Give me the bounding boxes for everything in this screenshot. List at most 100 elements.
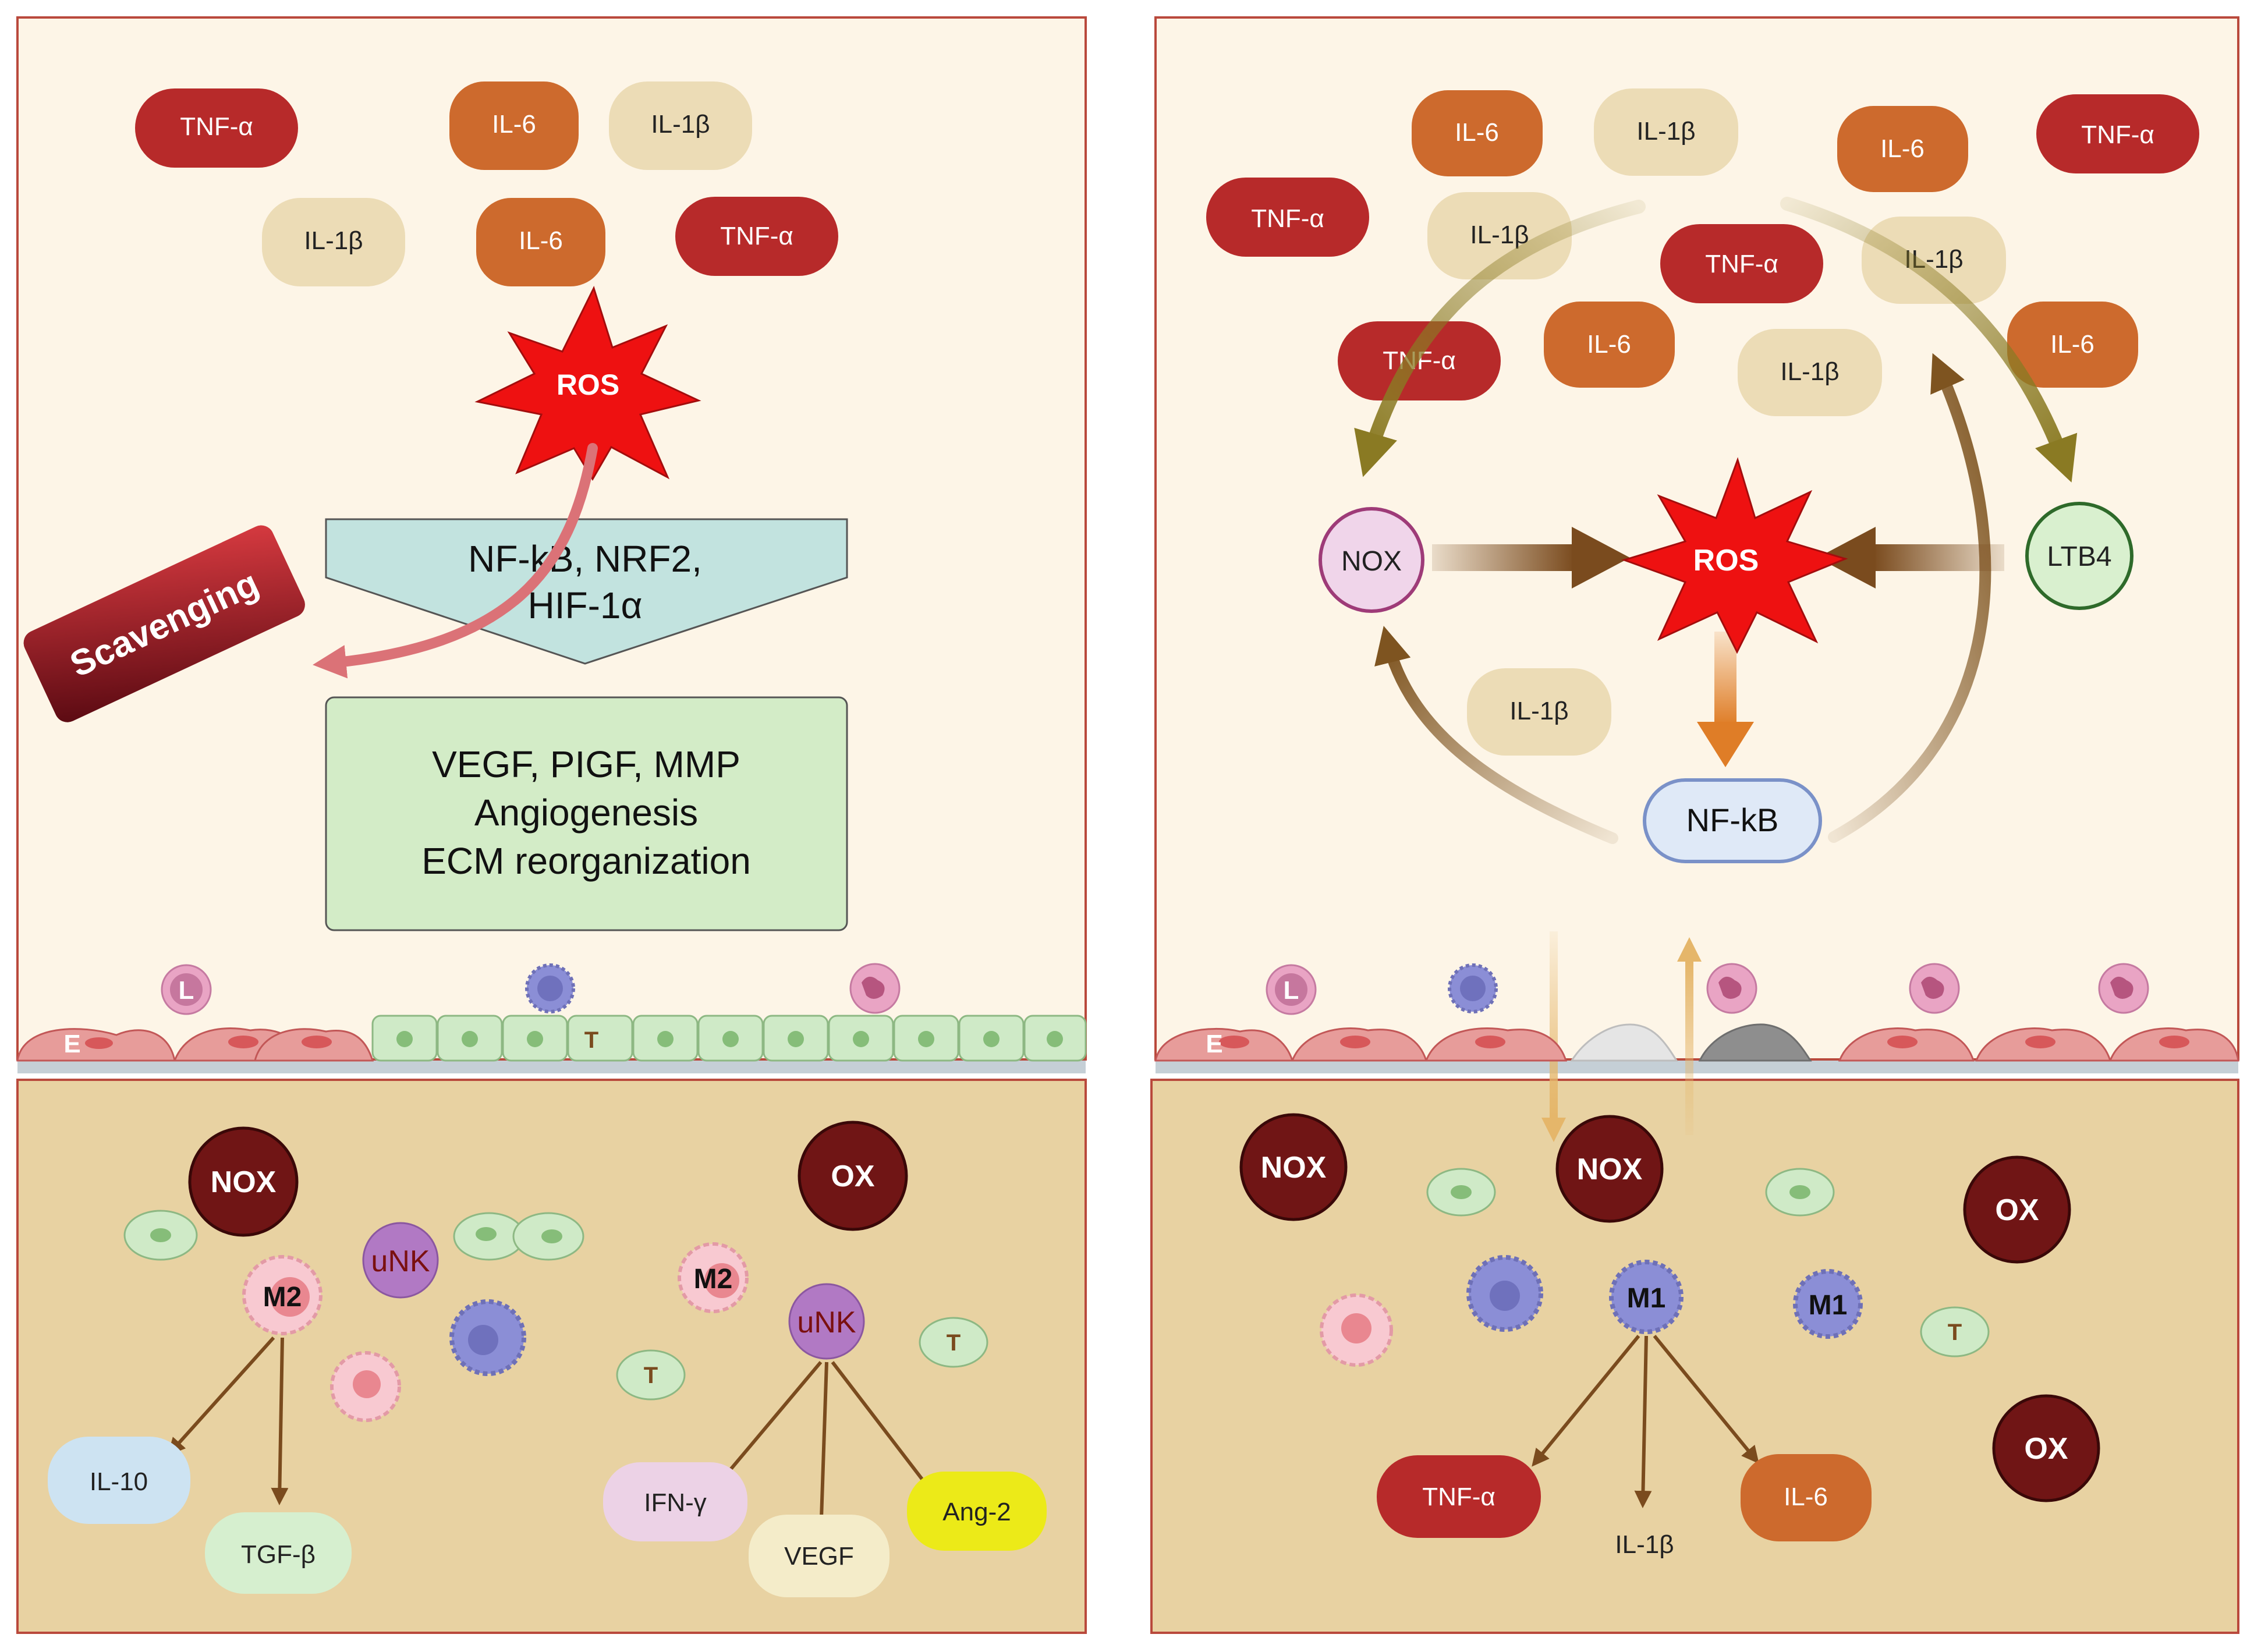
svg-text:OX: OX — [1995, 1193, 2039, 1227]
svg-text:IL-6: IL-6 — [2050, 330, 2094, 359]
svg-text:M1: M1 — [1627, 1283, 1666, 1314]
svg-text:ECM reorganization: ECM reorganization — [421, 840, 751, 882]
svg-text:IL-6: IL-6 — [1455, 118, 1499, 147]
svg-text:T: T — [947, 1330, 961, 1356]
svg-text:NOX: NOX — [1261, 1151, 1327, 1185]
svg-text:L: L — [179, 976, 194, 1005]
membrane-up-arrow — [1677, 937, 1702, 1135]
left-unk-cell-1: uNK — [362, 1222, 439, 1299]
left-m2-macrophage-2: M2 — [678, 1242, 749, 1313]
right-ros-burst: ROS — [1621, 457, 1848, 654]
svg-text:HIF-1α: HIF-1α — [528, 584, 643, 626]
right-tissue-nk-cell — [1466, 1255, 1543, 1332]
right-cytokine-il1b-5: IL-1β — [1467, 668, 1611, 756]
svg-text:M1: M1 — [1809, 1290, 1848, 1321]
svg-text:TNF-α: TNF-α — [1705, 250, 1778, 278]
right-m1-macrophage-2: M1 — [1793, 1269, 1863, 1339]
left-m2-macrophage-1: M2 — [242, 1255, 322, 1335]
right-ox-dark-1: OX — [1963, 1155, 2071, 1264]
left-output-ang2: Ang-2 — [907, 1472, 1047, 1551]
left-angiogenesis-box: VEGF, PIGF, MMP Angiogenesis ECM reorgan… — [325, 696, 848, 931]
right-nfkb-node: NF-kB — [1643, 778, 1822, 863]
svg-text:IL-6: IL-6 — [1587, 330, 1631, 359]
right-nox-dark-1: NOX — [1239, 1113, 1348, 1221]
right-endothelial-cells: E — [1154, 1023, 2239, 1062]
right-nk-cell-surface — [1448, 963, 1498, 1013]
left-leukocyte-L: L — [161, 964, 212, 1015]
left-tissue-green-cells — [123, 1210, 584, 1261]
svg-text:IL-1β: IL-1β — [1780, 357, 1839, 386]
left-cytokine-tnf-2: TNF-α — [675, 197, 838, 276]
left-t-cell-1: T — [616, 1349, 686, 1401]
left-membrane — [17, 1061, 1086, 1073]
svg-text:TNF-α: TNF-α — [720, 222, 793, 250]
svg-text:IL-1β: IL-1β — [304, 226, 363, 255]
svg-text:IL-1β: IL-1β — [1470, 221, 1529, 249]
svg-text:T: T — [1948, 1320, 1962, 1345]
m1-to-tnf-arrow — [1532, 1335, 1640, 1467]
svg-text:M2: M2 — [263, 1282, 302, 1313]
svg-text:NOX: NOX — [211, 1165, 277, 1199]
right-cytokine-il6-3: IL-6 — [1544, 302, 1675, 388]
cycle-arrow-bottom-right — [1828, 353, 1991, 843]
right-nox-node: NOX — [1319, 507, 1424, 613]
svg-text:TNF-α: TNF-α — [2081, 120, 2154, 149]
right-membrane — [1156, 1061, 2238, 1073]
svg-text:IFN-γ: IFN-γ — [644, 1488, 707, 1517]
svg-text:IL-1β: IL-1β — [1509, 697, 1568, 725]
svg-text:IL-1β: IL-1β — [1615, 1530, 1674, 1559]
svg-text:IL-1β: IL-1β — [651, 110, 710, 139]
left-ros-burst: ROS — [474, 285, 701, 481]
right-output-il1b: IL-1β — [1615, 1530, 1674, 1559]
left-unk-cell-2: uNK — [788, 1283, 865, 1360]
m1-to-il6-arrow — [1653, 1335, 1759, 1464]
svg-text:VEGF, PIGF, MMP: VEGF, PIGF, MMP — [432, 743, 740, 785]
svg-text:uNK: uNK — [371, 1245, 430, 1278]
svg-text:TNF-α: TNF-α — [1422, 1483, 1495, 1511]
ros-to-nfkb-arrow — [1697, 632, 1754, 767]
right-tissue-pink-cell — [1320, 1293, 1393, 1367]
svg-text:IL-6: IL-6 — [519, 226, 563, 255]
cycle-arrow-top-left — [1354, 200, 1646, 477]
right-cytokine-tnf-2: TNF-α — [1206, 178, 1369, 257]
left-cytokine-il6-2: IL-6 — [476, 198, 605, 286]
left-nox-node: NOX — [188, 1126, 299, 1237]
right-cytokine-tnf-3: TNF-α — [1660, 224, 1823, 303]
svg-text:T: T — [644, 1363, 658, 1388]
m1-to-il1b-arrow — [1634, 1335, 1652, 1508]
left-panel: TNF-α IL-6 IL-1β IL-1β IL-6 TNF-α ROS — [16, 16, 1087, 1634]
unk-to-ang2-arrow — [831, 1361, 934, 1494]
right-m1-macrophage-1: M1 — [1609, 1260, 1684, 1334]
left-endothelial-cells: E — [16, 1027, 374, 1062]
svg-text:IL-1β: IL-1β — [1636, 117, 1695, 146]
svg-text:ROS: ROS — [557, 368, 619, 401]
left-trophoblast-row: T — [371, 1015, 1087, 1062]
svg-text:Ang-2: Ang-2 — [942, 1498, 1011, 1526]
left-transcription-factors-box: NF-kB, NRF2, HIF-1α — [325, 518, 848, 665]
svg-text:E: E — [63, 1030, 80, 1058]
svg-text:TNF-α: TNF-α — [180, 112, 253, 141]
svg-text:TNF-α: TNF-α — [1251, 204, 1324, 233]
left-cytokine-il1b-1: IL-1β — [609, 81, 752, 170]
left-cytokine-il6-1: IL-6 — [449, 81, 579, 170]
left-neutrophil — [849, 963, 901, 1014]
left-tissue-nk-cell — [449, 1299, 526, 1376]
right-ox-dark-2: OX — [1992, 1394, 2100, 1502]
left-ox-node: OX — [798, 1121, 908, 1231]
left-t-cell-2: T — [919, 1317, 988, 1368]
left-output-tgfb: TGF-β — [205, 1512, 352, 1594]
right-cytokine-il6-2: IL-6 — [1837, 106, 1968, 192]
left-output-ifng: IFN-γ — [603, 1462, 747, 1541]
right-cytokine-il1b-2: IL-1β — [1427, 192, 1572, 279]
right-output-il6: IL-6 — [1741, 1454, 1872, 1541]
svg-text:NOX: NOX — [1577, 1153, 1643, 1186]
svg-text:OX: OX — [2024, 1432, 2068, 1466]
left-output-il10: IL-10 — [48, 1437, 190, 1524]
svg-text:IL-6: IL-6 — [1784, 1483, 1828, 1511]
svg-text:T: T — [584, 1027, 598, 1053]
right-leukocyte-L: L — [1266, 964, 1317, 1015]
right-tissue-green-cells — [1426, 1168, 1835, 1217]
ltb4-to-ros-arrow — [1817, 527, 2004, 589]
right-t-cell: T — [1920, 1306, 1990, 1357]
